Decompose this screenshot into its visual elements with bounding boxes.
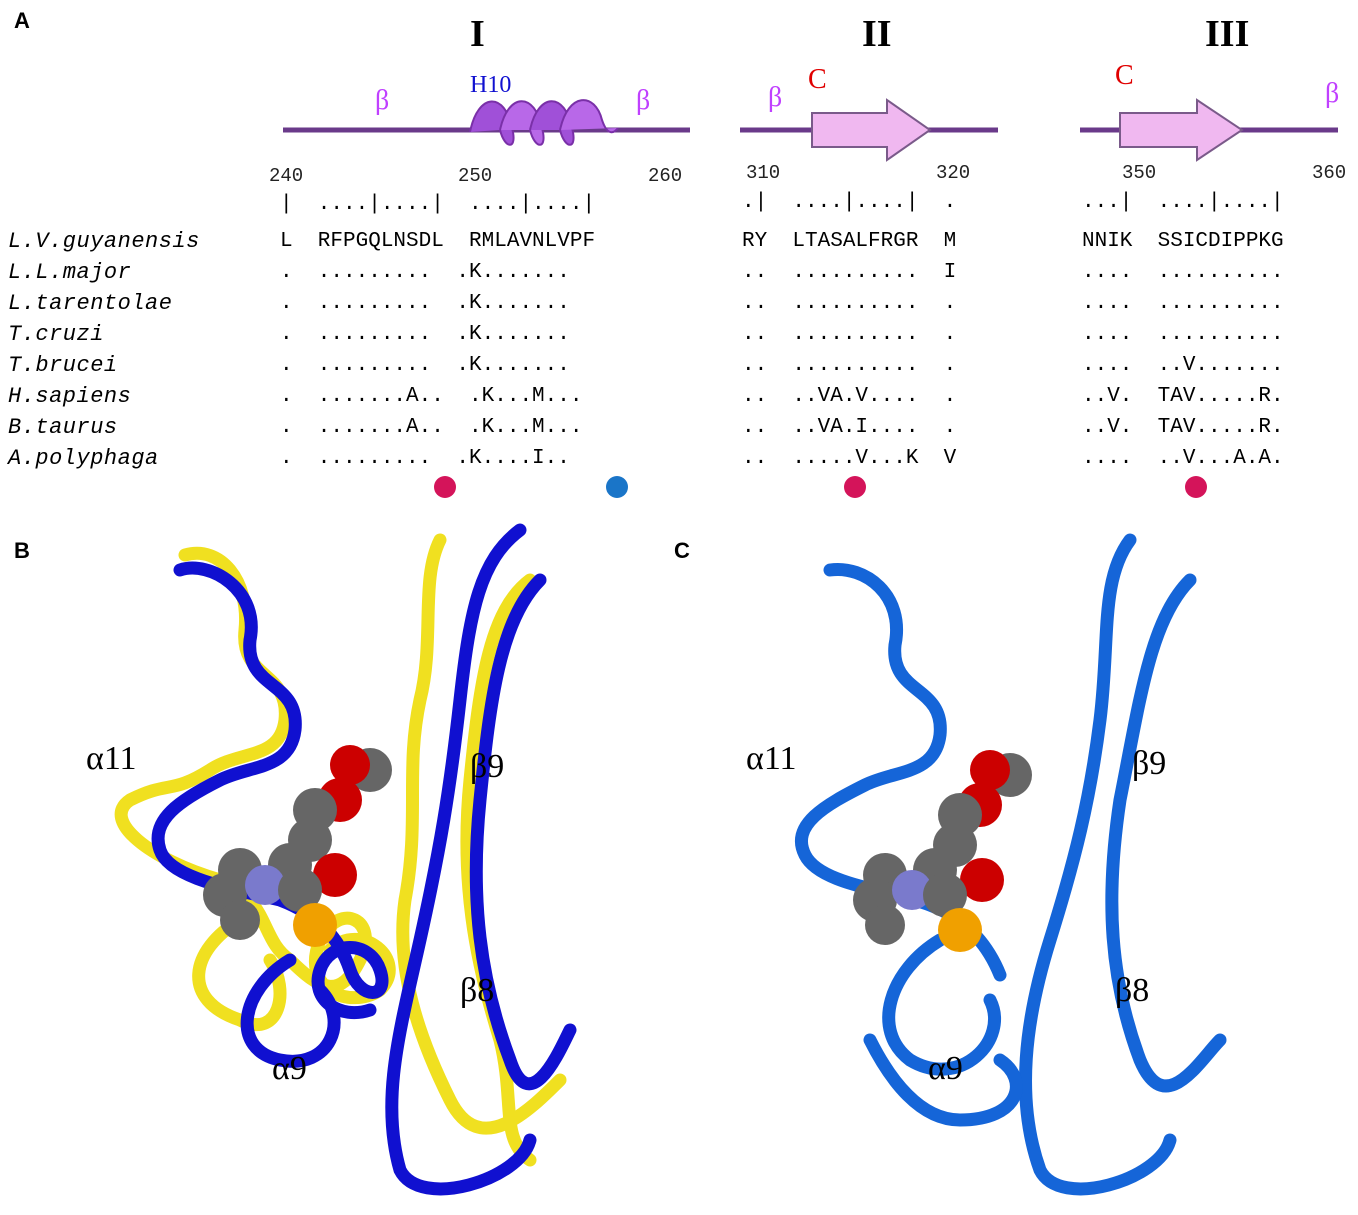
ss-label-h10: H10 <box>470 72 512 98</box>
label-alpha9-b: α9 <box>272 1050 307 1087</box>
sequence-row: RY LTASALFRGR M <box>742 230 957 253</box>
panel-a-letter: A <box>14 8 30 33</box>
label-alpha11-c: α11 <box>746 740 797 777</box>
species-name: A.polyphaga <box>8 446 159 471</box>
sequence-row: .... .......... <box>1082 292 1284 315</box>
panel-b-letter: B <box>14 538 30 563</box>
sequence-row: ..V. TAV.....R. <box>1082 385 1284 408</box>
label-alpha9-c: α9 <box>928 1050 963 1087</box>
sequence-row: ..V. TAV.....R. <box>1082 416 1284 439</box>
ss-label-c-iii: C <box>1115 60 1134 91</box>
residue-number-350: 350 <box>1122 162 1157 184</box>
sequence-row: . .......A.. .K...M... <box>280 416 583 439</box>
sequence-row: .. .......... . <box>742 354 957 377</box>
residue-number-250: 250 <box>458 165 493 187</box>
sequence-block-ii: RY LTASALFRGR M .. .......... I .. .....… <box>742 226 956 474</box>
ss-label-beta-i-2: β <box>636 85 651 116</box>
sequence-row: .. .......... . <box>742 292 957 315</box>
helix-h10 <box>469 99 619 146</box>
ligand-spheres-c <box>853 750 1032 952</box>
secondary-structure-diagram <box>283 98 1338 162</box>
sequence-row: .... .......... <box>1082 323 1284 346</box>
sequence-row: . ......... .K....I.. <box>280 447 570 470</box>
ribbon-blue-c <box>795 533 1227 1196</box>
strand-arrow-iii <box>1119 98 1244 162</box>
residue-number-240: 240 <box>269 165 304 187</box>
residue-number-320: 320 <box>936 162 971 184</box>
sequence-row: L RFPGQLNSDL RMLAVNLVPF <box>280 230 596 253</box>
species-name: L.L.major <box>8 260 132 285</box>
sequence-row: .. ..VA.V.... . <box>742 385 957 408</box>
sequence-row: .. .....V...K V <box>742 447 957 470</box>
sequence-row: . ......... .K....... <box>280 292 570 315</box>
label-beta9-b: β9 <box>470 748 505 785</box>
ss-label-beta-i-1: β <box>375 85 390 116</box>
sequence-row: . .......A.. .K...M... <box>280 385 583 408</box>
species-name: T.brucei <box>8 353 118 378</box>
species-name: B.taurus <box>8 415 118 440</box>
panel-c-letter: C <box>674 538 690 563</box>
ligand-spheres <box>203 745 392 947</box>
species-name: L.tarentolae <box>8 291 173 316</box>
sequence-row: .. ..VA.I.... . <box>742 416 957 439</box>
region-label-ii: II <box>862 13 892 55</box>
strand-arrow-ii <box>811 98 932 162</box>
species-list: L.V.guyanensis L.L.major L.tarentolae T.… <box>8 226 200 474</box>
sequence-row: .. .......... . <box>742 323 957 346</box>
species-name: H.sapiens <box>8 384 132 409</box>
region-label-i: I <box>470 13 485 55</box>
marker-dot <box>434 476 456 498</box>
ruler-ii: .| ....|....| . <box>742 191 957 214</box>
structure-overlay-image <box>114 523 577 1196</box>
sequence-row: .... ..V...A.A. <box>1082 447 1284 470</box>
sequence-block-i: L RFPGQLNSDL RMLAVNLVPF . ......... .K..… <box>280 226 595 474</box>
label-beta8-c: β8 <box>1115 972 1150 1009</box>
ribbon-yellow <box>114 533 567 1167</box>
marker-dot <box>844 476 866 498</box>
sequence-row: .... .......... <box>1082 261 1284 284</box>
residue-number-360: 360 <box>1312 162 1347 184</box>
ss-label-beta-ii: β <box>768 82 783 113</box>
marker-row <box>434 476 1207 498</box>
marker-dot <box>606 476 628 498</box>
ribbon-blue <box>151 523 577 1196</box>
label-beta8-b: β8 <box>460 972 495 1009</box>
sequence-row: . ......... .K....... <box>280 354 570 377</box>
ss-label-c-ii: C <box>808 64 827 95</box>
region-label-iii: III <box>1205 13 1250 55</box>
sequence-row: .. .......... I <box>742 261 957 284</box>
ss-label-beta-iii: β <box>1325 78 1340 109</box>
structure-image <box>795 533 1227 1196</box>
marker-dot <box>1185 476 1207 498</box>
sequence-row: NNIK SSICDIPPKG <box>1082 230 1284 253</box>
residue-number-310: 310 <box>746 162 781 184</box>
sequence-block-iii: NNIK SSICDIPPKG .... .......... .... ...… <box>1082 226 1284 474</box>
label-alpha11-b: α11 <box>86 740 137 777</box>
sequence-row: . ......... .K....... <box>280 323 570 346</box>
sequence-row: .... ..V....... <box>1082 354 1284 377</box>
ruler-iii: ...| ....|....| <box>1082 191 1284 214</box>
residue-number-260: 260 <box>648 165 683 187</box>
species-name: L.V.guyanensis <box>8 229 200 254</box>
label-beta9-c: β9 <box>1132 745 1167 782</box>
ruler-i: | ....|....| ....|....| <box>280 193 596 216</box>
sequence-row: . ......... .K....... <box>280 261 570 284</box>
species-name: T.cruzi <box>8 322 104 347</box>
